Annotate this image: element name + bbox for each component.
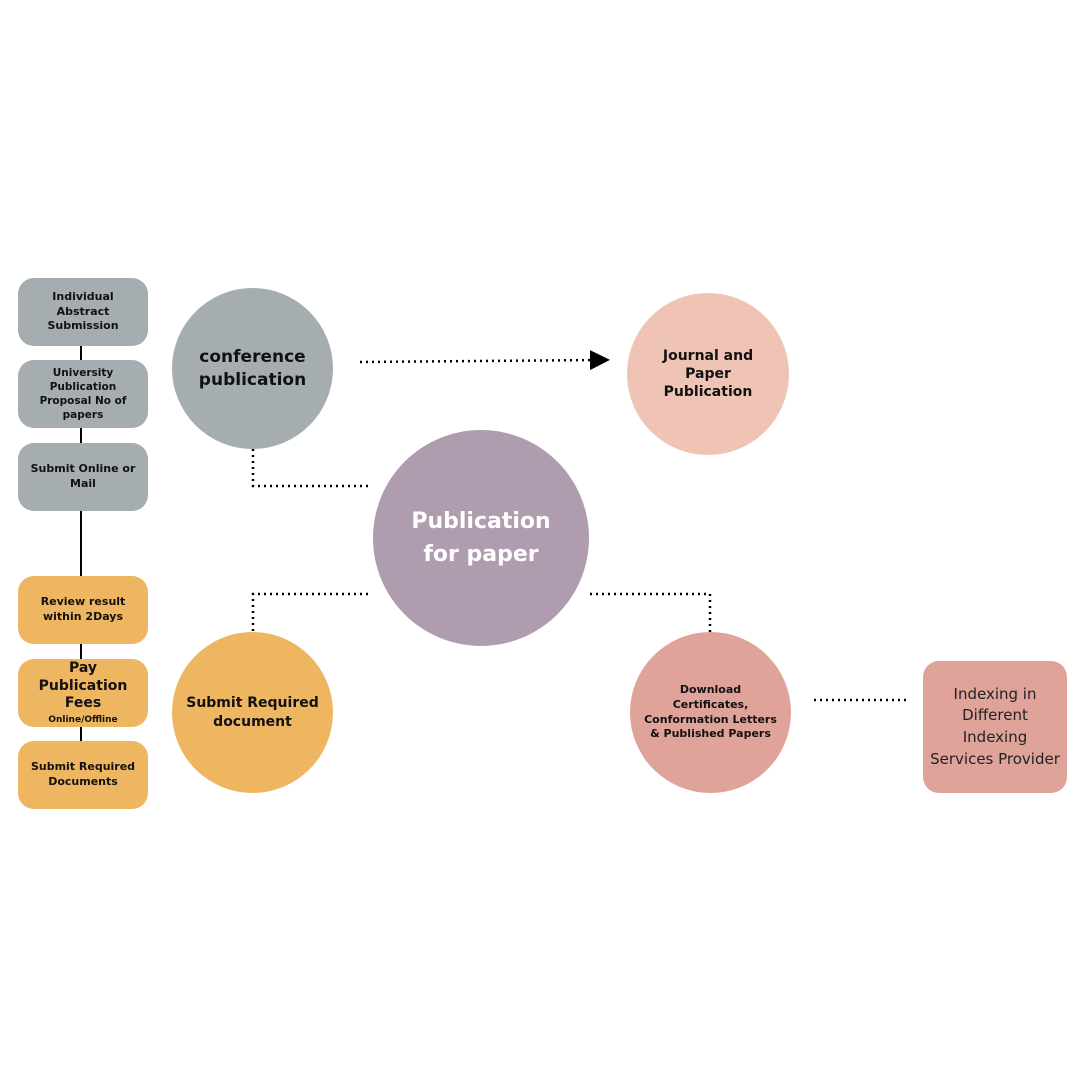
node-label: conference publication (198, 346, 307, 390)
step-review-result: Review result within 2Days (18, 576, 148, 644)
node-label: Publication for paper (411, 509, 551, 567)
node-publication-for-paper: Publication for paper (373, 430, 589, 646)
arrow-center-to-download (590, 592, 720, 671)
step-label: Submit Online or Mail (30, 462, 136, 490)
step-sublabel: Online/Offline (48, 714, 118, 725)
node-journal-publication: Journal and Paper Publication (627, 293, 789, 455)
arrow-center-to-submit-document (243, 592, 368, 674)
node-indexing-services: Indexing in Different Indexing Services … (923, 661, 1067, 793)
step-submit-documents: Submit Required Documents (18, 741, 148, 809)
node-label: Journal and Paper Publication (662, 347, 754, 401)
step-label: Pay Publication Fees (38, 660, 128, 712)
node-download-certificates: Download Certificates, Conformation Lett… (630, 632, 791, 793)
node-submit-required-document: Submit Required document (172, 632, 333, 793)
step-submit-online: Submit Online or Mail (18, 443, 148, 511)
step-label: Individual Abstract Submission (47, 289, 119, 333)
step-label: Submit Required Documents (30, 760, 136, 788)
step-label: University Publication Proposal No of pa… (39, 366, 127, 422)
node-label: Download Certificates, Conformation Lett… (644, 682, 777, 741)
step-pay-fees: Pay Publication Fees Online/Offline (18, 659, 148, 727)
step-label: Review result within 2Days (40, 595, 126, 623)
step-abstract-submission: Individual Abstract Submission (18, 278, 148, 346)
node-label: Indexing in Different Indexing Services … (930, 684, 1060, 768)
node-conference-publication: conference publication (172, 288, 333, 449)
arrow-center-to-conference (243, 408, 368, 488)
step-university-proposal: University Publication Proposal No of pa… (18, 360, 148, 428)
node-label: Submit Required document (186, 694, 319, 730)
arrow-conference-to-journal (359, 350, 610, 371)
